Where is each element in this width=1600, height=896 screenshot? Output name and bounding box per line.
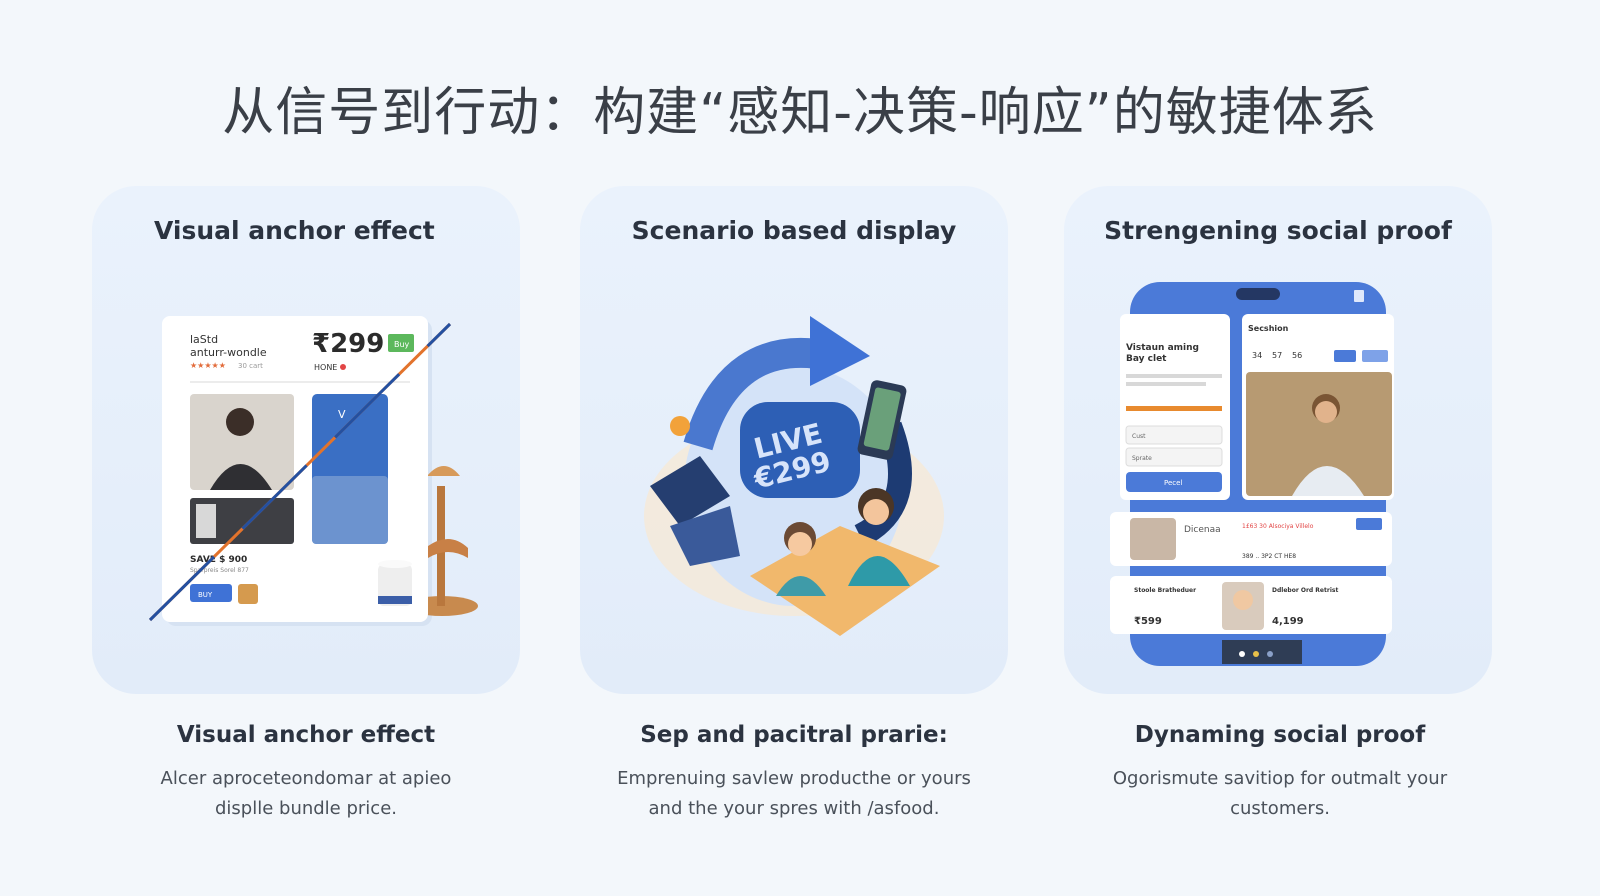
row1-price: 389 .. 3P2 CT HE8 bbox=[1242, 553, 1296, 560]
caption-title: Sep and pacitral prarie: bbox=[640, 722, 948, 748]
card-scenario-display: Scenario based display LIVE €299 bbox=[580, 186, 1008, 694]
product-title-line1: laStd bbox=[190, 333, 218, 346]
card-heading: Visual anchor effect bbox=[154, 216, 435, 245]
card-heading: Scenario based display bbox=[631, 216, 957, 245]
pecel-button: Pecel bbox=[1164, 479, 1182, 487]
people-illustration bbox=[750, 488, 940, 636]
phone-social-proof-illustration: Vistaun aming Bay clet Cust Sprate Pecel… bbox=[1110, 282, 1394, 666]
caption-line: displle bundle price. bbox=[214, 798, 397, 819]
caption-title: Dynaming social proof bbox=[1134, 722, 1426, 748]
card-social-proof: Strengening social proof Vistaun aming B… bbox=[1064, 186, 1492, 694]
caption-line: and the your spres with /asfood. bbox=[648, 798, 940, 819]
caption-line: Ogorismute savitiop for outmalt your bbox=[1112, 768, 1448, 789]
caption-text: Emprenuing savlew producthe or yours and… bbox=[554, 764, 1034, 824]
product-bundle-illustration: laStd anturr-wondle ★★★★★ 30 cart ₹299 B… bbox=[148, 316, 478, 626]
page-title: 从信号到行动：构建“感知-决策-响应”的敏捷体系 bbox=[222, 83, 1378, 143]
product-price: ₹299 bbox=[312, 329, 384, 359]
caption-line: Emprenuing savlew producthe or yours bbox=[617, 768, 971, 789]
caption-title: Visual anchor effect bbox=[176, 722, 436, 748]
scenario-illustration: LIVE €299 bbox=[644, 316, 944, 636]
card-visual-anchor: Visual anchor effect laStd anturr-wondle… bbox=[92, 186, 520, 694]
right-panel-header: Secshion bbox=[1248, 324, 1289, 333]
svg-text:V: V bbox=[338, 408, 346, 421]
row2-right-price: 4,199 bbox=[1272, 616, 1304, 627]
left-panel-sub: Bay clet bbox=[1126, 354, 1167, 364]
row1-label: Dicenaa bbox=[1184, 525, 1221, 535]
stat-3: 56 bbox=[1292, 351, 1302, 360]
buy-badge: Buy bbox=[394, 340, 410, 349]
field-sprate: Sprate bbox=[1132, 455, 1152, 462]
product-title-line2: anturr-wondle bbox=[190, 346, 267, 359]
stat-2: 57 bbox=[1272, 351, 1282, 360]
field-cust: Cust bbox=[1132, 433, 1146, 440]
left-panel-header: Vistaun aming bbox=[1126, 343, 1199, 353]
caption-line: Alcer aproceteondomar at apieo bbox=[160, 768, 452, 789]
caption-line: customers. bbox=[1230, 798, 1330, 819]
card-heading: Strengening social proof bbox=[1104, 216, 1452, 245]
row2-left-title: Stoole Bratheduer bbox=[1134, 587, 1196, 594]
row2-left-price: ₹599 bbox=[1134, 616, 1162, 627]
rating-text: 30 cart bbox=[238, 362, 263, 370]
stat-1: 34 bbox=[1252, 351, 1262, 360]
live-price-badge bbox=[740, 402, 860, 498]
caption-text: Ogorismute savitiop for outmalt your cus… bbox=[1040, 764, 1520, 824]
star-rating: ★★★★★ bbox=[190, 361, 226, 370]
row2-right-title: Ddlebor Ord Retrist bbox=[1272, 587, 1338, 594]
product-tag: HONE bbox=[314, 363, 337, 372]
bundle-sub-text: Sparpreis Sorel 877 bbox=[190, 567, 249, 574]
row1-right: 1£63 30 Alsociya Villelo bbox=[1242, 523, 1314, 530]
buy-button-label: BUY bbox=[198, 591, 213, 599]
bundle-save-text: SAVE $ 900 bbox=[190, 555, 247, 565]
caption-text: Alcer aproceteondomar at apieo displle b… bbox=[66, 764, 546, 824]
